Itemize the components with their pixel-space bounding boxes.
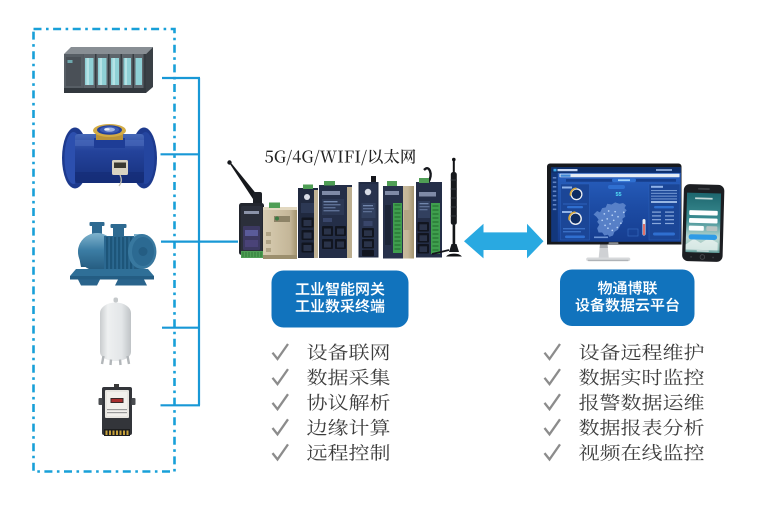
svg-text:55: 55 [615, 192, 621, 198]
